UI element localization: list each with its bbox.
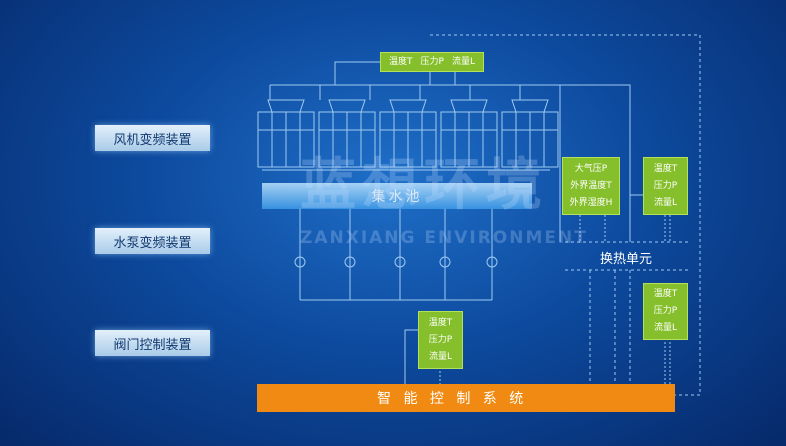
flow-label: 流量L xyxy=(428,351,452,362)
fan-vfd-label: 风机变频装置 xyxy=(95,125,210,151)
pump-icon xyxy=(486,256,498,268)
pressure-label: 压力P xyxy=(428,334,453,345)
temperature-label: 温度T xyxy=(428,317,453,328)
pressure-label: 压力P xyxy=(420,56,444,67)
pump-vfd-label: 水泵变频装置 xyxy=(95,228,210,254)
right-lower-sensor-box: 温度T 压力P 流量L xyxy=(643,283,688,340)
right-upper-sensor-box: 温度T 压力P 流量L xyxy=(643,157,688,215)
pressure-label: 压力P xyxy=(653,180,678,191)
water-basin: 集水池 xyxy=(262,183,532,209)
flow-label: 流量L xyxy=(653,323,677,333)
pump-icon xyxy=(439,256,451,268)
cooling-tower xyxy=(257,99,315,168)
watermark-logo-en: ZANXIANG ENVIRONMENT xyxy=(300,228,588,248)
outdoor-humidity-label: 外界湿度H xyxy=(569,197,613,208)
pressure-label: 压力P xyxy=(653,306,678,316)
cooling-tower xyxy=(501,99,559,168)
pump-icon xyxy=(344,256,356,268)
flow-label: 流量L xyxy=(451,56,475,67)
flow-label: 流量L xyxy=(653,197,677,208)
cooling-tower xyxy=(318,99,376,168)
pump-icon xyxy=(294,256,306,268)
pump-icon xyxy=(394,256,406,268)
temperature-label: 温度T xyxy=(653,163,678,174)
atmosphere-sensor-box: 大气压P 外界温度T 外界湿度H xyxy=(562,157,620,215)
outdoor-temp-label: 外界温度T xyxy=(570,180,612,191)
watermark-logo-cn: 蓝想环境 xyxy=(300,153,548,218)
intelligent-control-system-bar: 智 能 控 制 系 统 xyxy=(257,384,675,412)
temperature-label: 温度T xyxy=(389,56,413,67)
valve-control-label: 阀门控制装置 xyxy=(95,330,210,356)
bottom-sensor-box: 温度T 压力P 流量L xyxy=(418,311,463,369)
cooling-tower xyxy=(440,99,498,168)
top-sensor-box: 温度T 压力P 流量L xyxy=(380,52,484,72)
temperature-label: 温度T xyxy=(653,289,678,299)
cooling-tower xyxy=(379,99,437,168)
heat-exchange-label: 换热单元 xyxy=(600,252,653,267)
atm-pressure-label: 大气压P xyxy=(574,163,608,174)
